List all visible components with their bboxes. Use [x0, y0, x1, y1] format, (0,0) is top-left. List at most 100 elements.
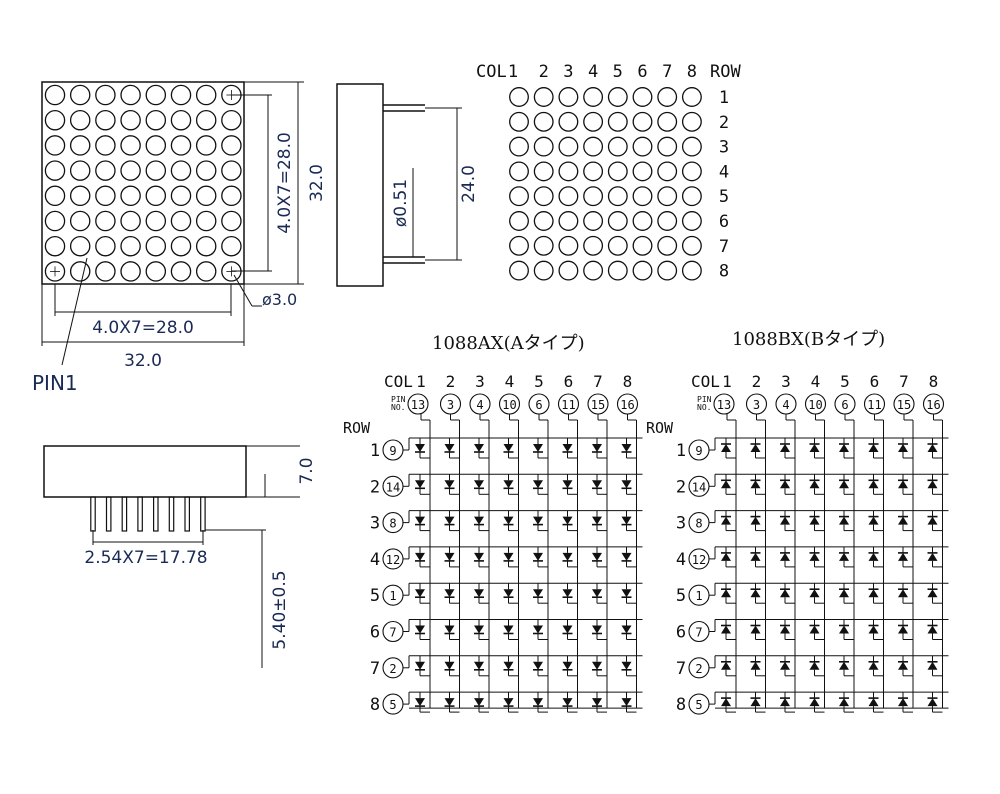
leader-dot-diameter	[233, 274, 253, 307]
col-pin-number: 3	[753, 398, 760, 412]
row-pin-number: 14	[386, 480, 400, 494]
front-dot	[145, 160, 167, 181]
front-dot	[120, 210, 141, 232]
led-diode	[503, 444, 514, 452]
led-diode	[898, 589, 908, 598]
front-dot	[120, 235, 141, 257]
front-dot	[195, 261, 217, 282]
legend-dot	[681, 161, 702, 182]
front-dot	[69, 261, 91, 282]
legend-dot	[607, 211, 628, 231]
legend-dot	[681, 186, 702, 207]
legend-dot	[632, 186, 653, 207]
front-dot	[170, 235, 192, 257]
legend-dot	[533, 211, 554, 231]
front-dot	[120, 160, 141, 181]
legend-dot	[558, 211, 579, 231]
legend-col-number: 6	[637, 62, 647, 82]
led-diode	[562, 444, 573, 452]
front-dot	[44, 235, 66, 257]
front-dot	[221, 185, 242, 207]
legend-dot	[607, 186, 628, 207]
led-diode	[533, 516, 543, 525]
row-pin-number: 9	[389, 444, 396, 458]
front-dot	[221, 160, 242, 181]
led-diode	[415, 661, 425, 670]
legend-dot	[657, 111, 678, 132]
led-diode	[444, 661, 455, 670]
front-dot	[69, 135, 91, 156]
row-number: 6	[676, 623, 686, 643]
front-body-outline	[41, 81, 245, 285]
front-dot	[145, 109, 167, 131]
legend-dot	[558, 235, 579, 256]
legend-dot	[509, 260, 529, 281]
led-diode	[592, 589, 602, 598]
led-diode	[809, 444, 820, 452]
bottom-pin	[200, 496, 206, 532]
front-dot	[95, 261, 116, 282]
led-diode	[474, 589, 484, 598]
legend-dot	[533, 260, 554, 281]
led-diode	[592, 480, 602, 489]
led-diode	[868, 661, 879, 670]
led-diode	[927, 480, 938, 489]
legend-dot	[583, 186, 604, 207]
row-pin-number: 5	[389, 698, 396, 712]
led-diode	[415, 444, 425, 452]
schematic-b-row-label: ROW	[646, 419, 674, 437]
led-diode	[562, 516, 573, 525]
legend-dot	[657, 211, 678, 231]
legend-dot	[533, 111, 554, 132]
col-pin-number: 10	[808, 398, 822, 412]
led-diode	[444, 444, 455, 452]
row-pin-number: 5	[695, 698, 702, 712]
legend-dot	[533, 87, 554, 107]
led-diode	[592, 625, 602, 634]
legend-row-number: 2	[719, 113, 729, 133]
col-pin-number: 6	[535, 398, 542, 412]
front-dot	[195, 235, 217, 257]
led-diode	[721, 480, 731, 489]
led-diode	[927, 552, 938, 561]
led-diode	[562, 661, 573, 670]
front-dot	[69, 109, 91, 131]
col-pin-circle	[407, 393, 429, 415]
legend-dot	[607, 87, 628, 107]
col-number: 1	[416, 372, 426, 391]
dim-width: 32.0	[124, 351, 162, 371]
led-diode	[868, 480, 879, 489]
col-pin-circle	[713, 393, 735, 415]
front-dot	[195, 135, 217, 156]
dim-pin-pitch: 2.54X7=17.78	[84, 548, 207, 568]
led-diode	[898, 444, 908, 452]
row-pin-number: 1	[389, 589, 396, 603]
bottom-pin	[137, 496, 143, 532]
legend-dot	[657, 260, 678, 281]
led-diode	[898, 552, 908, 561]
led-diode	[621, 589, 632, 598]
bottom-body-outline	[43, 445, 247, 498]
led-diode	[780, 516, 790, 525]
col-number: 3	[781, 372, 791, 391]
led-diode	[474, 444, 484, 452]
col-number: 6	[564, 372, 574, 391]
front-dot	[44, 261, 66, 282]
col-number: 4	[811, 372, 821, 391]
legend-dot	[607, 136, 628, 157]
row-number: 1	[370, 441, 380, 461]
led-diode	[621, 661, 632, 670]
legend-dot	[558, 87, 579, 107]
legend-dot	[657, 87, 678, 107]
legend-col-number: 2	[539, 62, 549, 82]
col-number: 2	[752, 372, 762, 391]
legend-dot	[509, 111, 529, 132]
led-diode	[750, 625, 761, 634]
dim-pin-length: 5.40±0.5	[270, 570, 290, 649]
schematic-a-pin-label-top: PIN	[391, 395, 406, 404]
row-pin-number: 2	[695, 662, 702, 676]
col-number: 8	[623, 372, 633, 391]
front-dot	[44, 84, 66, 106]
row-pin-number: 14	[692, 480, 706, 494]
